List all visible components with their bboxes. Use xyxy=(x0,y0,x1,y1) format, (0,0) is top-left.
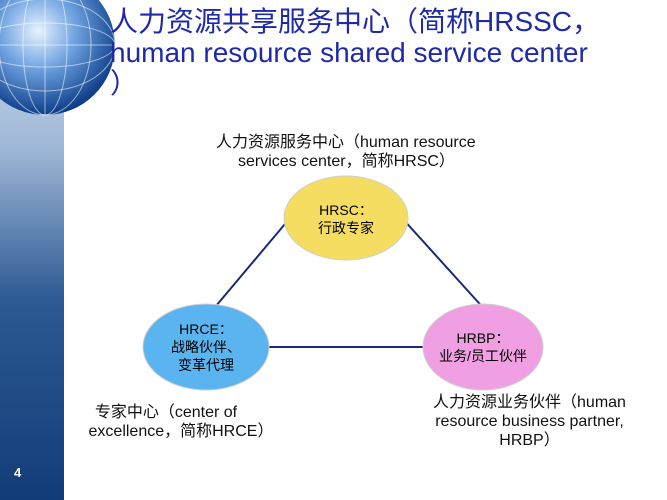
caption-hrce: 专家中心（center of excellence，简称HRCE） xyxy=(56,403,306,441)
page-number: 4 xyxy=(14,465,22,480)
node-hrce-role-2: 变革代理 xyxy=(178,357,234,373)
node-hrbp-title: HRBP： xyxy=(456,330,510,346)
title-line-1: 人力资源共享服务中心（简称HRSSC， xyxy=(110,6,601,37)
node-hrbp-ellipse xyxy=(422,303,544,391)
caption-hrce-line-1: 专家中心（center of xyxy=(94,404,238,421)
node-hrsc-title: HRSC： xyxy=(319,202,373,218)
node-hrsc-text: HRSC： 行政专家 xyxy=(296,201,396,237)
node-hrsc-role: 行政专家 xyxy=(318,220,374,236)
caption-hrbp-line-1: 人力资源业务伙伴（human xyxy=(433,394,626,411)
node-hrce-title: HRCE： xyxy=(179,321,233,337)
globe-icon xyxy=(0,0,120,120)
slide-title: 人力资源共享服务中心（简称HRSSC， human resource share… xyxy=(110,6,665,99)
node-hrce-text: HRCE： 战略伙伴、 变革代理 xyxy=(146,320,266,374)
node-hrbp-role: 业务/员工伙伴 xyxy=(439,348,527,364)
edge-hrsc-hrbp xyxy=(401,217,488,313)
caption-hrbp-line-2: resource business partner, xyxy=(435,413,624,430)
caption-hrsc-line-1: 人力资源服务中心（human resource xyxy=(216,134,476,151)
caption-hrce-line-2: excellence，简称HRCE） xyxy=(88,423,274,440)
node-hrsc-ellipse xyxy=(283,175,409,261)
caption-hrbp-line-3: HRBP） xyxy=(499,432,560,449)
caption-hrbp: 人力资源业务伙伴（human resource business partner… xyxy=(412,393,647,450)
title-line-3: ） xyxy=(110,68,139,99)
caption-hrsc-line-2: services center，简称HRSC） xyxy=(238,153,455,170)
title-line-2: human resource shared service center xyxy=(110,37,588,68)
caption-hrsc: 人力资源服务中心（human resource services center，… xyxy=(216,133,536,171)
node-hrce-ellipse xyxy=(142,303,270,391)
node-hrce-role-1: 战略伙伴、 xyxy=(171,339,241,355)
node-hrbp-text: HRBP： 业务/员工伙伴 xyxy=(423,329,543,365)
